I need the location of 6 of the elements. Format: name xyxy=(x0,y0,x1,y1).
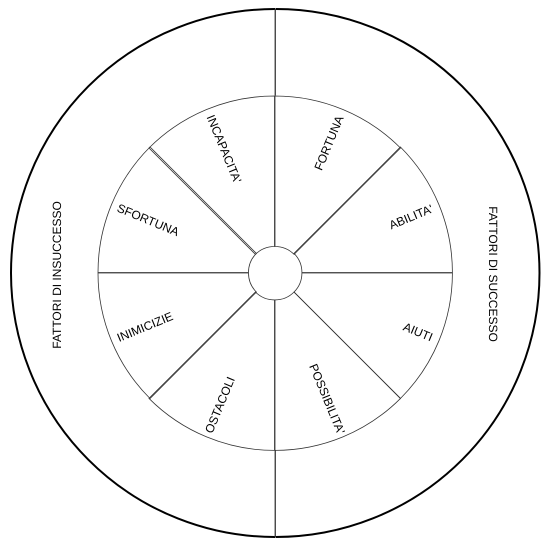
semicircle-section xyxy=(9,7,276,539)
section-title: FATTORI DI SUCCESSO xyxy=(487,206,499,342)
semicircle-section xyxy=(274,7,541,539)
wheel-sector xyxy=(274,291,402,452)
section-title: FATTORI DI INSUCCESSO xyxy=(51,201,63,349)
sector-label: AIUTI xyxy=(402,320,435,344)
